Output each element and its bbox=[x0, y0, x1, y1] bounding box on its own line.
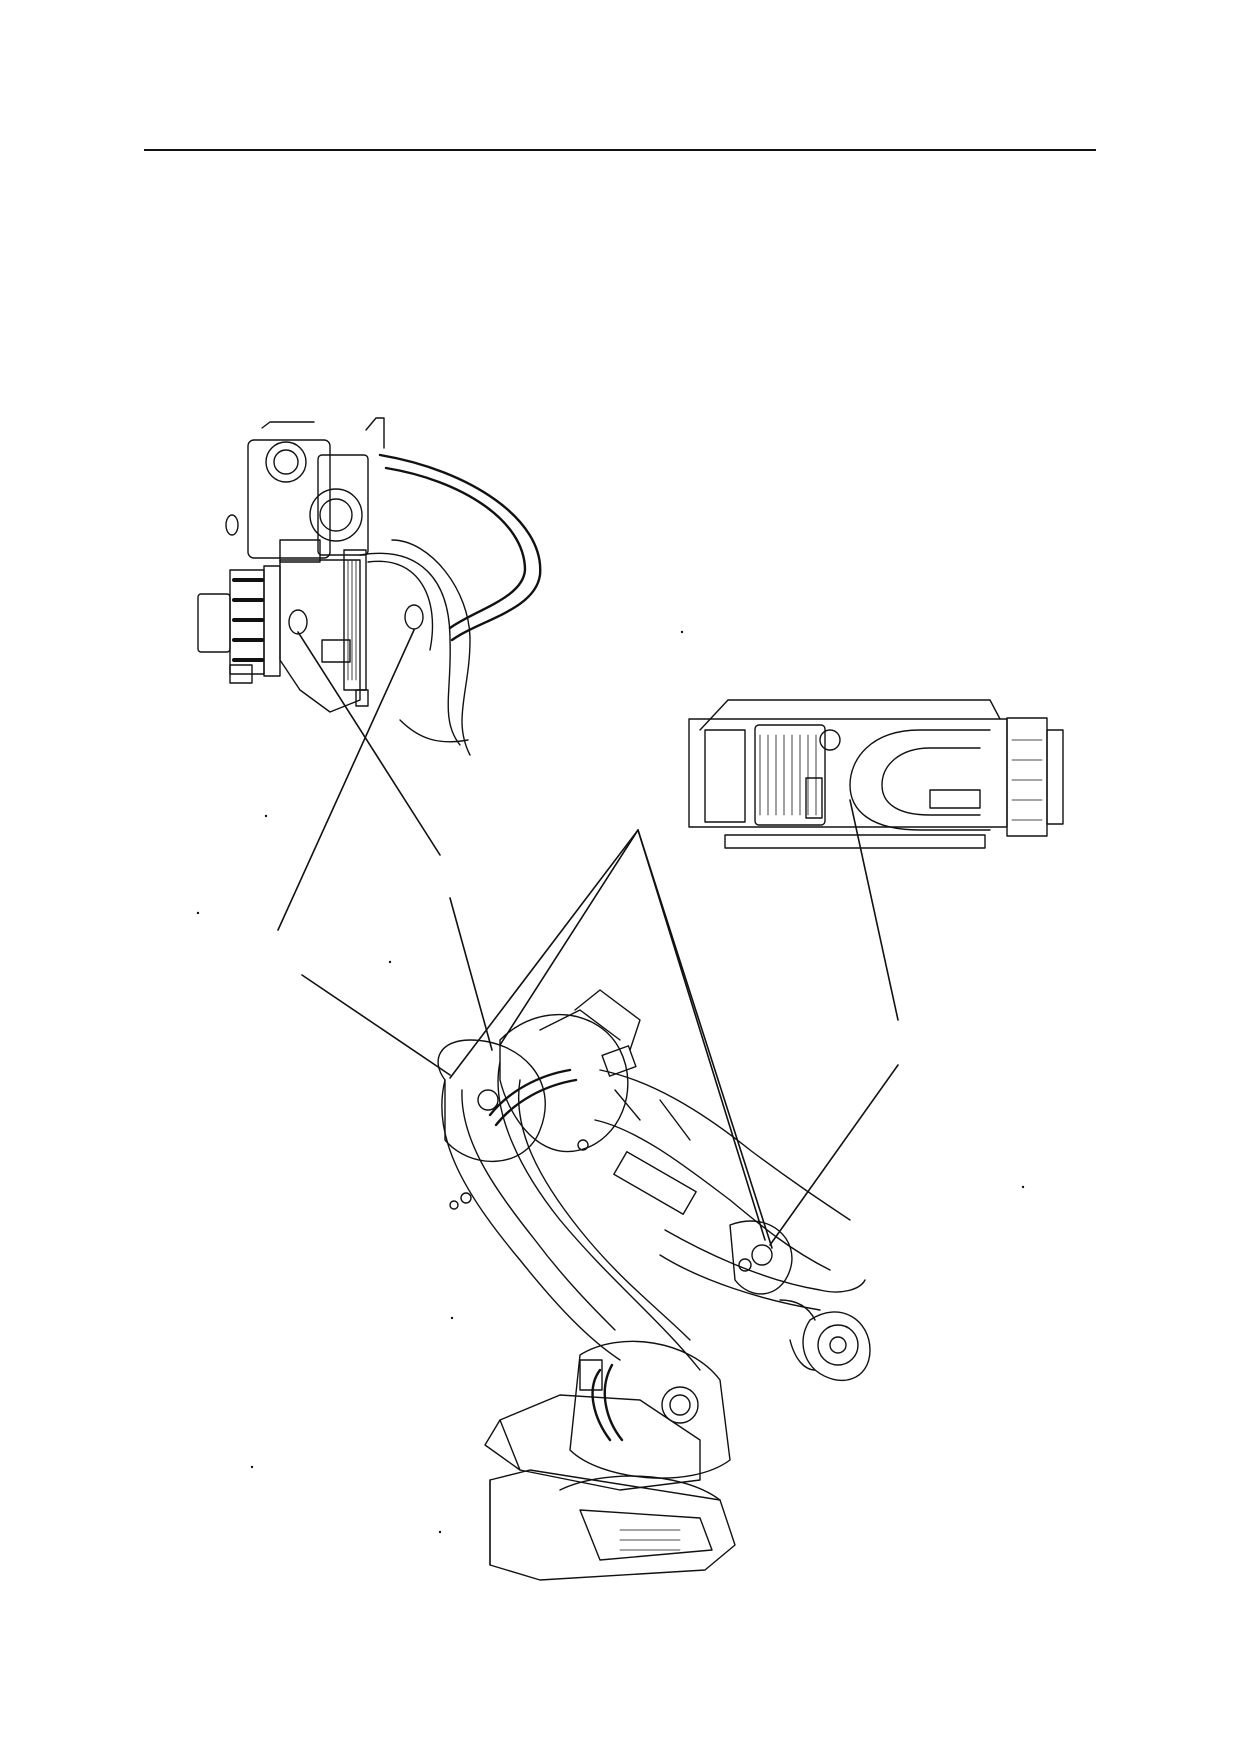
scan-specks bbox=[196, 630, 1025, 1534]
callout-line-10 bbox=[769, 1064, 899, 1246]
callout-line-3 bbox=[301, 974, 451, 1076]
callout-line-4 bbox=[449, 897, 493, 1051]
callout-line-8 bbox=[637, 829, 773, 1249]
callout-lines bbox=[277, 629, 899, 1249]
wrist-side-view bbox=[197, 417, 542, 756]
callout-line-2 bbox=[297, 631, 441, 856]
callout-line-5 bbox=[449, 829, 639, 1079]
callout-line-1 bbox=[277, 629, 415, 931]
callout-line-9 bbox=[849, 799, 899, 1021]
robot-isometric-view bbox=[437, 989, 871, 1581]
callout-line-6 bbox=[499, 829, 639, 1046]
arm-top-view bbox=[688, 699, 1064, 849]
